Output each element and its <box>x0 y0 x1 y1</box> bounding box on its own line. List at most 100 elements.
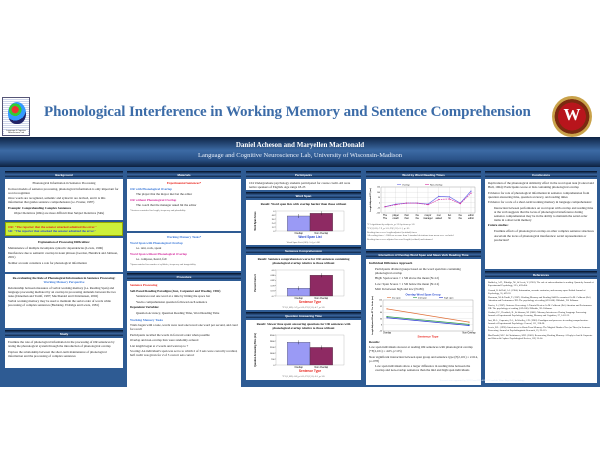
x-tick-label: Non-Overlap <box>462 331 476 334</box>
wbw-note: Reading times were adjusted for word len… <box>367 238 433 242</box>
x-word-label: met <box>437 214 441 217</box>
y-tick-label: 120 <box>379 299 382 301</box>
x-word-label: the <box>459 217 463 220</box>
section-heading: Participants <box>246 171 361 177</box>
explanation-box: Explanation of Processing Difficulties: … <box>5 238 123 272</box>
future-label: Future studies: <box>488 223 509 227</box>
bullet: In most models of sentence processing, p… <box>8 186 119 195</box>
y-tick-label: -100 <box>376 213 380 215</box>
y-tick-label: 0 <box>273 230 275 232</box>
column-3: Participants 104 Undergraduate psycholog… <box>246 171 361 380</box>
bullet: Yes/no comprehension question followed e… <box>136 299 208 304</box>
y-tick-label: 100 <box>377 192 380 194</box>
x-word-label: asked <box>436 217 443 220</box>
legend-label: high span <box>444 297 454 299</box>
y-tick-label: 6 <box>273 210 275 212</box>
data-point <box>438 198 440 201</box>
sr-sentence: SR: "The reporter that attacked the sena… <box>8 229 97 233</box>
brain-icon <box>8 102 26 124</box>
interaction-box: Individual Difference Approach Participa… <box>366 259 481 385</box>
bullet: Question Accuracy, Question Reading Time… <box>136 310 220 315</box>
y-tick-label: 92 <box>380 305 382 307</box>
y-tick-label: 700 <box>271 358 275 360</box>
reference: Conrad, R. & Hull, A.J. (1964). Informat… <box>488 288 586 295</box>
bullet: Evidence for a role of a short-term/work… <box>488 200 592 204</box>
nonoverlap-example: The coach that the manager asked hit the… <box>136 203 197 207</box>
y-tick-label: 1.2 <box>271 226 275 228</box>
word-span-box: Result: Word span lists with overlap har… <box>246 200 361 245</box>
paradigm: Self-Paced Reading Paradigm (Just, Carpe… <box>130 288 221 293</box>
y-tick-label: 0.78 <box>270 285 275 287</box>
reference: Baddeley, A.D., Eldridge, M., & Lewis, V… <box>488 281 594 287</box>
y-tick-label: 0.74 <box>270 290 275 292</box>
wbw-note: All reading times > 2000 ms or more than… <box>367 234 454 238</box>
bullet: Interference due to semantic overlap in … <box>8 251 118 259</box>
column-2: Materials Experimental Sentences* OR wit… <box>127 171 241 388</box>
data-point <box>448 196 451 198</box>
reeval-link: Working Memory Perspective <box>43 280 85 284</box>
legend-label: mid span <box>418 297 428 299</box>
lab-logo: Language & Cognitive Neuroscience Lab <box>2 97 30 136</box>
y-tick-label: 2800 <box>270 340 275 342</box>
data-point <box>470 190 472 192</box>
wm-note: *Spans matched for number of syllables, … <box>130 262 196 266</box>
bar-overlap <box>286 215 310 231</box>
background-subtitle: Phonological Information in Sentence Pro… <box>32 181 96 185</box>
x-word-label: the <box>459 214 463 217</box>
span-nonoverlap-example: i.e. compose, heard, fall <box>136 257 167 261</box>
section-heading: Conclusions <box>485 171 597 177</box>
x-word-label: coach <box>393 217 400 220</box>
y-axis-label: Word Span Score <box>255 210 257 230</box>
span-overlap-example: i.e. rant, rock, spout <box>136 246 162 250</box>
data-point <box>468 324 470 326</box>
sentence-comp-result: Result: Sentence comprehension worse for… <box>257 257 350 265</box>
y-tick-label: -50 <box>377 208 380 210</box>
y-tick-label: 0.82 <box>270 280 275 282</box>
y-tick-label: 50 <box>378 197 380 199</box>
y-tick-label: 0.86 <box>270 275 275 277</box>
data-point <box>386 307 388 309</box>
data-point <box>470 192 472 194</box>
x-word-label: mayor <box>425 214 432 217</box>
data-point <box>438 195 440 197</box>
section-heading: References <box>485 271 597 277</box>
or-sentence: OR: "The reporter that the senator attac… <box>8 225 97 229</box>
data-point <box>459 203 461 205</box>
x-axis-label: Sentence Type <box>298 300 320 304</box>
funding-footer: Research was supported by NIH Grant HD-4… <box>439 379 525 382</box>
reference: Just, M.A., Carpenter, P.A., & Woolley, … <box>488 318 589 325</box>
wm-tasks-title: Working Memory Tasks* <box>166 235 202 239</box>
bullet: Maintenance of multiple incomplete synta… <box>8 245 104 250</box>
y-tick-label: 4.8 <box>271 214 275 216</box>
legend-label: Overlap <box>402 183 410 186</box>
result-bullet: Near significant interaction between spa… <box>369 354 478 363</box>
column-1: Background Phonological Information in S… <box>5 171 123 368</box>
result-bullet: Low span individuals show a larger diffe… <box>375 364 471 372</box>
x-word-label: the <box>416 217 420 220</box>
reference: Frazier, L. (1987). Sentence Processing:… <box>488 303 593 310</box>
bullet: Evidence for role of phonological inform… <box>488 190 590 199</box>
x-word-label: The <box>383 214 388 217</box>
question-time-result: Result: Slower time spent answering ques… <box>256 322 351 330</box>
bullet: List length began at 2 words and went up… <box>130 343 189 348</box>
procedure-box: Sentence Processing Self-Paced Reading P… <box>127 281 241 388</box>
references-box: Baddeley, A.D., Eldridge, M., & Lewis, V… <box>485 279 597 383</box>
x-word-label: that <box>405 214 409 217</box>
y-tick-label: 2100 <box>270 346 275 348</box>
interaction-chart: Overlap Word Span Group-208366492120Leng… <box>371 292 476 338</box>
group: High: Span scores > 1 SD above the mean … <box>375 276 440 280</box>
y-tick-label: 0 <box>273 364 275 366</box>
example-text: Object Relatives (ORs) are more difficul… <box>14 211 105 215</box>
x-axis-label: Sentence Type <box>418 334 439 338</box>
author-band: Daniel Acheson and Maryellen MacDonald L… <box>0 137 600 167</box>
column-5: Conclusions Replication of the phonologi… <box>485 171 597 383</box>
x-axis-label: Word Span List <box>298 235 322 239</box>
poster-header: Language & Cognitive Neuroscience Lab Ph… <box>0 96 600 137</box>
poster-body: Background Phonological Information in S… <box>0 167 600 388</box>
group: Low: Span Scores < 1 SD below the mean (… <box>375 281 440 286</box>
section-heading: Study <box>5 330 123 336</box>
